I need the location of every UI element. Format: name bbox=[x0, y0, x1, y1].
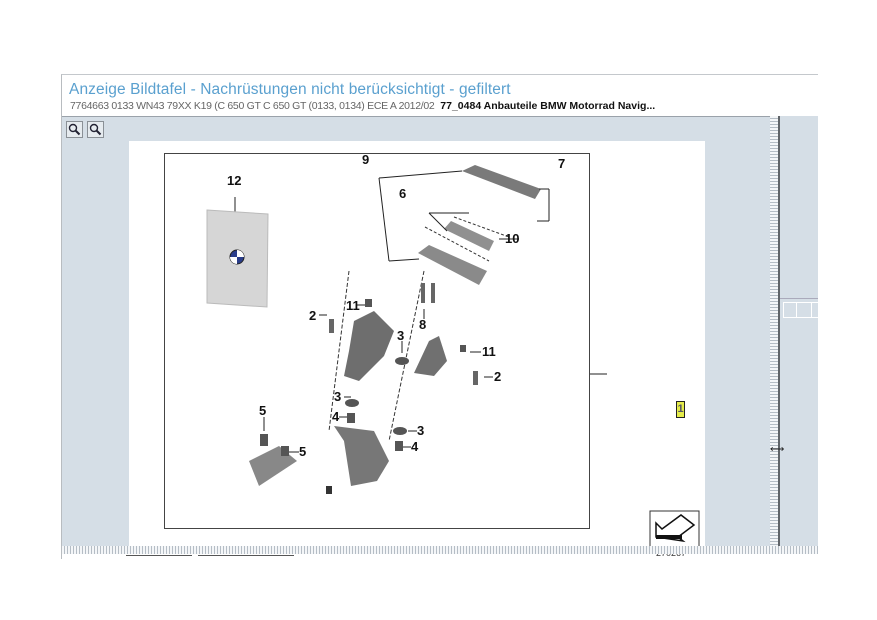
callout-3b: 3 bbox=[334, 389, 342, 404]
part-cover bbox=[378, 165, 550, 285]
zoom-in-icon bbox=[68, 123, 81, 136]
callout-5b: 5 bbox=[299, 444, 307, 459]
vertical-splitter[interactable] bbox=[770, 116, 780, 546]
diagram-canvas: 12 9 7 6 10 11 2 8 3 11 2 3 4 3 4 5 5 1 … bbox=[129, 141, 705, 558]
callout-2b: 2 bbox=[494, 369, 502, 384]
breadcrumb: 7764663 0133 WN43 79XX K19 (C 650 GT C 6… bbox=[70, 100, 655, 112]
hotspot-1[interactable]: 1 bbox=[676, 401, 685, 418]
callout-4b: 4 bbox=[411, 439, 419, 454]
resize-cursor-icon: ⟷ bbox=[770, 444, 785, 455]
tab-2[interactable] bbox=[198, 555, 294, 559]
manual-card bbox=[206, 197, 269, 308]
panel-title: Anzeige Bildtafel - Nachrüstungen nicht … bbox=[69, 81, 511, 98]
callout-9: 9 bbox=[362, 152, 370, 167]
leader-lines bbox=[263, 304, 607, 453]
callout-8: 8 bbox=[419, 317, 427, 332]
parts-table-header bbox=[783, 302, 819, 318]
callout-10: 10 bbox=[505, 231, 520, 246]
back-arrow-icon[interactable] bbox=[649, 510, 700, 546]
pane-header-strip bbox=[780, 292, 818, 299]
callout-3c: 3 bbox=[417, 423, 425, 438]
group-title: 77_0484 Anbauteile BMW Motorrad Navig... bbox=[440, 100, 656, 112]
horizontal-splitter[interactable] bbox=[62, 546, 818, 554]
zoom-out-icon bbox=[89, 123, 102, 136]
part-fasteners bbox=[260, 283, 478, 456]
callout-11a: 11 bbox=[346, 298, 360, 313]
zoom-out-button[interactable] bbox=[87, 121, 104, 138]
parts-drawing bbox=[206, 165, 700, 546]
diagram-frame bbox=[164, 153, 590, 529]
parts-list-pane: ⟷ bbox=[770, 116, 819, 546]
callout-7: 7 bbox=[558, 156, 566, 171]
callout-4a: 4 bbox=[332, 409, 340, 424]
callout-12: 12 bbox=[227, 173, 242, 188]
callout-5a: 5 bbox=[259, 403, 267, 418]
diagram-viewer: 12 9 7 6 10 11 2 8 3 11 2 3 4 3 4 5 5 1 … bbox=[62, 116, 770, 558]
zoom-in-button[interactable] bbox=[66, 121, 83, 138]
callout-3a: 3 bbox=[397, 328, 405, 343]
tab-1[interactable] bbox=[126, 555, 192, 559]
vehicle-info: 7764663 0133 WN43 79XX K19 (C 650 GT C 6… bbox=[70, 100, 435, 112]
illustration-panel: Anzeige Bildtafel - Nachrüstungen nicht … bbox=[61, 74, 819, 559]
callout-11b: 11 bbox=[482, 344, 496, 359]
callout-6: 6 bbox=[399, 186, 407, 201]
callout-2a: 2 bbox=[309, 308, 317, 323]
